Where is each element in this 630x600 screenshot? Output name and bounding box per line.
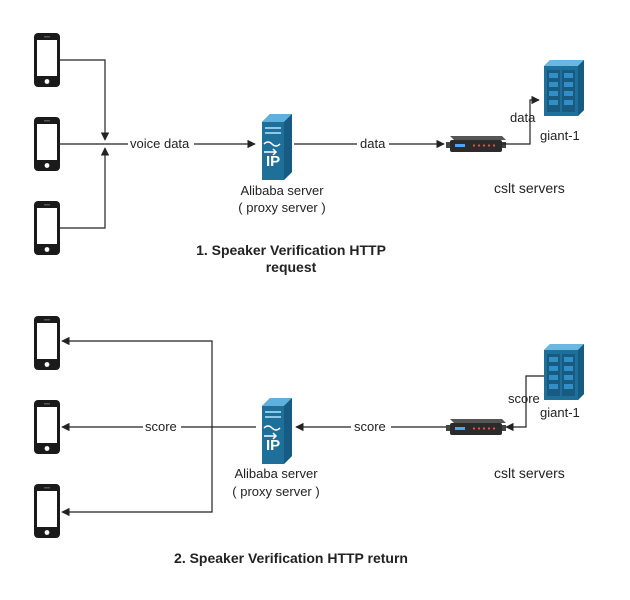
section-request: voice data Alibaba server ( proxy server… xyxy=(34,33,584,275)
proxy-sub-2: ( proxy server ) xyxy=(232,484,319,499)
edge-label-data-1: data xyxy=(360,136,386,151)
server-rack-icon-1 xyxy=(544,60,584,116)
edge-label-bg xyxy=(128,136,194,152)
smartphone-icon-1 xyxy=(34,33,60,87)
edge-data-2 xyxy=(502,95,540,145)
title-section-2: 2. Speaker Verification HTTP return xyxy=(174,550,408,566)
smartphone-icon-4 xyxy=(34,316,60,370)
router-icon-2 xyxy=(446,419,506,435)
edge-phone3 xyxy=(60,147,110,229)
edge-return-bottom xyxy=(61,427,213,517)
proxy-name-1: Alibaba server xyxy=(240,183,324,198)
smartphone-icon-3 xyxy=(34,201,60,255)
smartphone-icon-2 xyxy=(34,117,60,171)
title-section-1-line-1: 1. Speaker Verification HTTP xyxy=(196,242,386,258)
sip-server-icon-2 xyxy=(261,397,293,465)
edge-label-score-mid: score xyxy=(354,419,386,434)
edge-label-score-right: score xyxy=(508,391,540,406)
edge-label-voice-data: voice data xyxy=(130,136,190,151)
cslt-label-2: cslt servers xyxy=(494,465,565,481)
section-return: score Alibaba server ( proxy server ) sc… xyxy=(34,316,584,566)
edge-phone1 xyxy=(60,59,110,141)
edge-score-right xyxy=(505,375,544,432)
smartphone-icon-5 xyxy=(34,400,60,454)
cslt-label-1: cslt servers xyxy=(494,180,565,196)
sip-server-icon xyxy=(261,113,293,181)
title-section-1-line-2: request xyxy=(266,259,317,275)
router-icon-1 xyxy=(446,136,506,152)
giant-label-1: giant-1 xyxy=(540,128,580,143)
giant-label-2: giant-1 xyxy=(540,405,580,420)
server-rack-icon-2 xyxy=(544,344,584,400)
edge-return-top xyxy=(61,336,213,427)
smartphone-icon-6 xyxy=(34,484,60,538)
edge-label-score-left: score xyxy=(145,419,177,434)
proxy-name-2: Alibaba server xyxy=(234,466,318,481)
edge-label-data-2: data xyxy=(510,110,536,125)
proxy-sub-1: ( proxy server ) xyxy=(238,200,325,215)
